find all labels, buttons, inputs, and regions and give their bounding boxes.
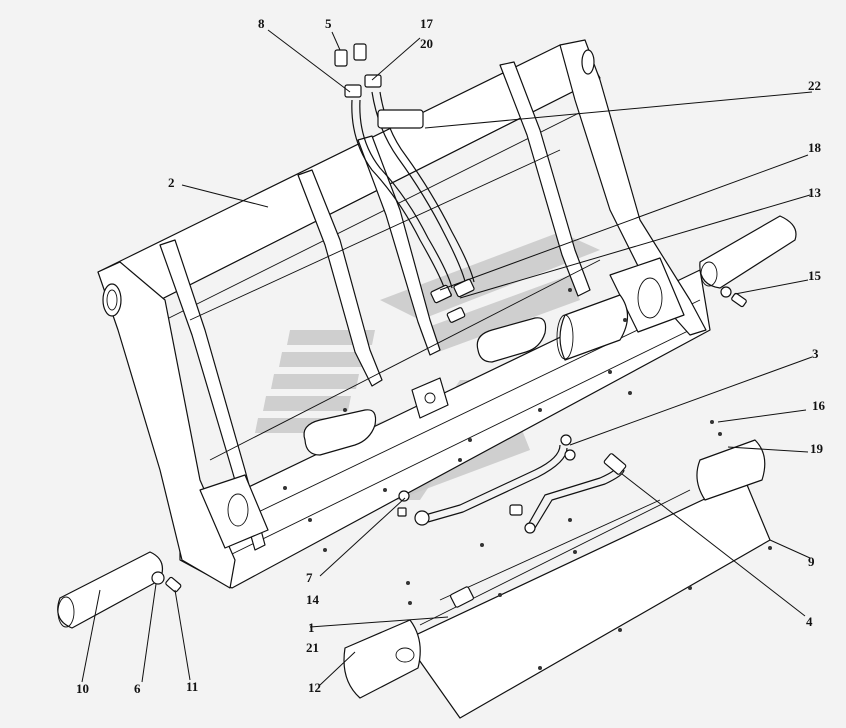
pin-assembly-left: [57, 551, 182, 629]
callout-18: 18: [808, 140, 822, 155]
rib-4: [499, 61, 591, 297]
right-side-plate: [559, 39, 707, 336]
rib-1: [159, 239, 266, 551]
fitting-8: [344, 84, 362, 98]
bolt-15: [731, 292, 747, 308]
callout-3: 3: [812, 346, 819, 361]
callout-labels: 8 5 17 20 22 2 18 13 15 3 16 19 9 7 14 4…: [76, 16, 826, 696]
callout-15: 15: [808, 268, 822, 283]
washer-7: [398, 490, 410, 502]
callout-17: 17: [420, 16, 434, 31]
callout-10: 10: [76, 681, 89, 696]
fitting-17: [364, 74, 382, 88]
callout-12: 12: [308, 680, 321, 695]
slot-right: [476, 317, 547, 363]
left-lug-block: [199, 474, 269, 549]
fitting-lower: [446, 307, 466, 323]
bolt-11: [165, 576, 182, 593]
right-pin-bore: [581, 49, 595, 75]
left-pin-bore: [102, 283, 122, 317]
callout-13: 13: [808, 185, 822, 200]
callout-6: 6: [134, 681, 141, 696]
pin-assembly-right: [699, 215, 797, 308]
cap-5a: [334, 49, 348, 67]
sleeve-right: [699, 215, 797, 289]
tube-4-fitting: [603, 453, 627, 475]
callout-21: 21: [306, 640, 319, 655]
callout-7: 7: [306, 570, 313, 585]
hydraulic-tubes: [397, 434, 627, 534]
rod-end: [450, 586, 474, 608]
tube-bolt: [509, 504, 523, 516]
rib-2: [297, 169, 383, 387]
sleeve-19: [696, 439, 766, 501]
callout-1: 1: [308, 620, 315, 635]
callout-22: 22: [808, 78, 821, 93]
washer-6: [151, 571, 165, 585]
callout-16: 16: [812, 398, 826, 413]
tube-3-fitting: [560, 434, 572, 446]
callout-11: 11: [186, 679, 198, 694]
callout-2: 2: [168, 175, 175, 190]
fitting-18: [430, 284, 452, 304]
callout-5: 5: [325, 16, 332, 31]
center-clevis: [411, 377, 449, 419]
sleeve-12: [343, 619, 421, 699]
callout-8: 8: [258, 16, 265, 31]
hose-clamp: [377, 109, 424, 129]
slot-left: [303, 409, 377, 456]
callout-14: 14: [306, 592, 320, 607]
left-side-plate: [97, 261, 236, 589]
hydraulic-hoses: [334, 43, 475, 323]
callout-9: 9: [808, 554, 815, 569]
leader-lines: [81, 29, 813, 686]
tube-3-end: [414, 510, 430, 526]
callout-19: 19: [810, 441, 824, 456]
rib-3: [357, 135, 441, 356]
cross-tube: [559, 294, 629, 361]
hydraulic-cylinder: [323, 391, 772, 719]
washer-15: [720, 286, 732, 298]
right-lug-block: [609, 257, 685, 333]
cap-5b: [353, 43, 367, 61]
callout-20: 20: [420, 36, 433, 51]
bucket-frame: [97, 39, 711, 589]
callout-4: 4: [806, 614, 813, 629]
